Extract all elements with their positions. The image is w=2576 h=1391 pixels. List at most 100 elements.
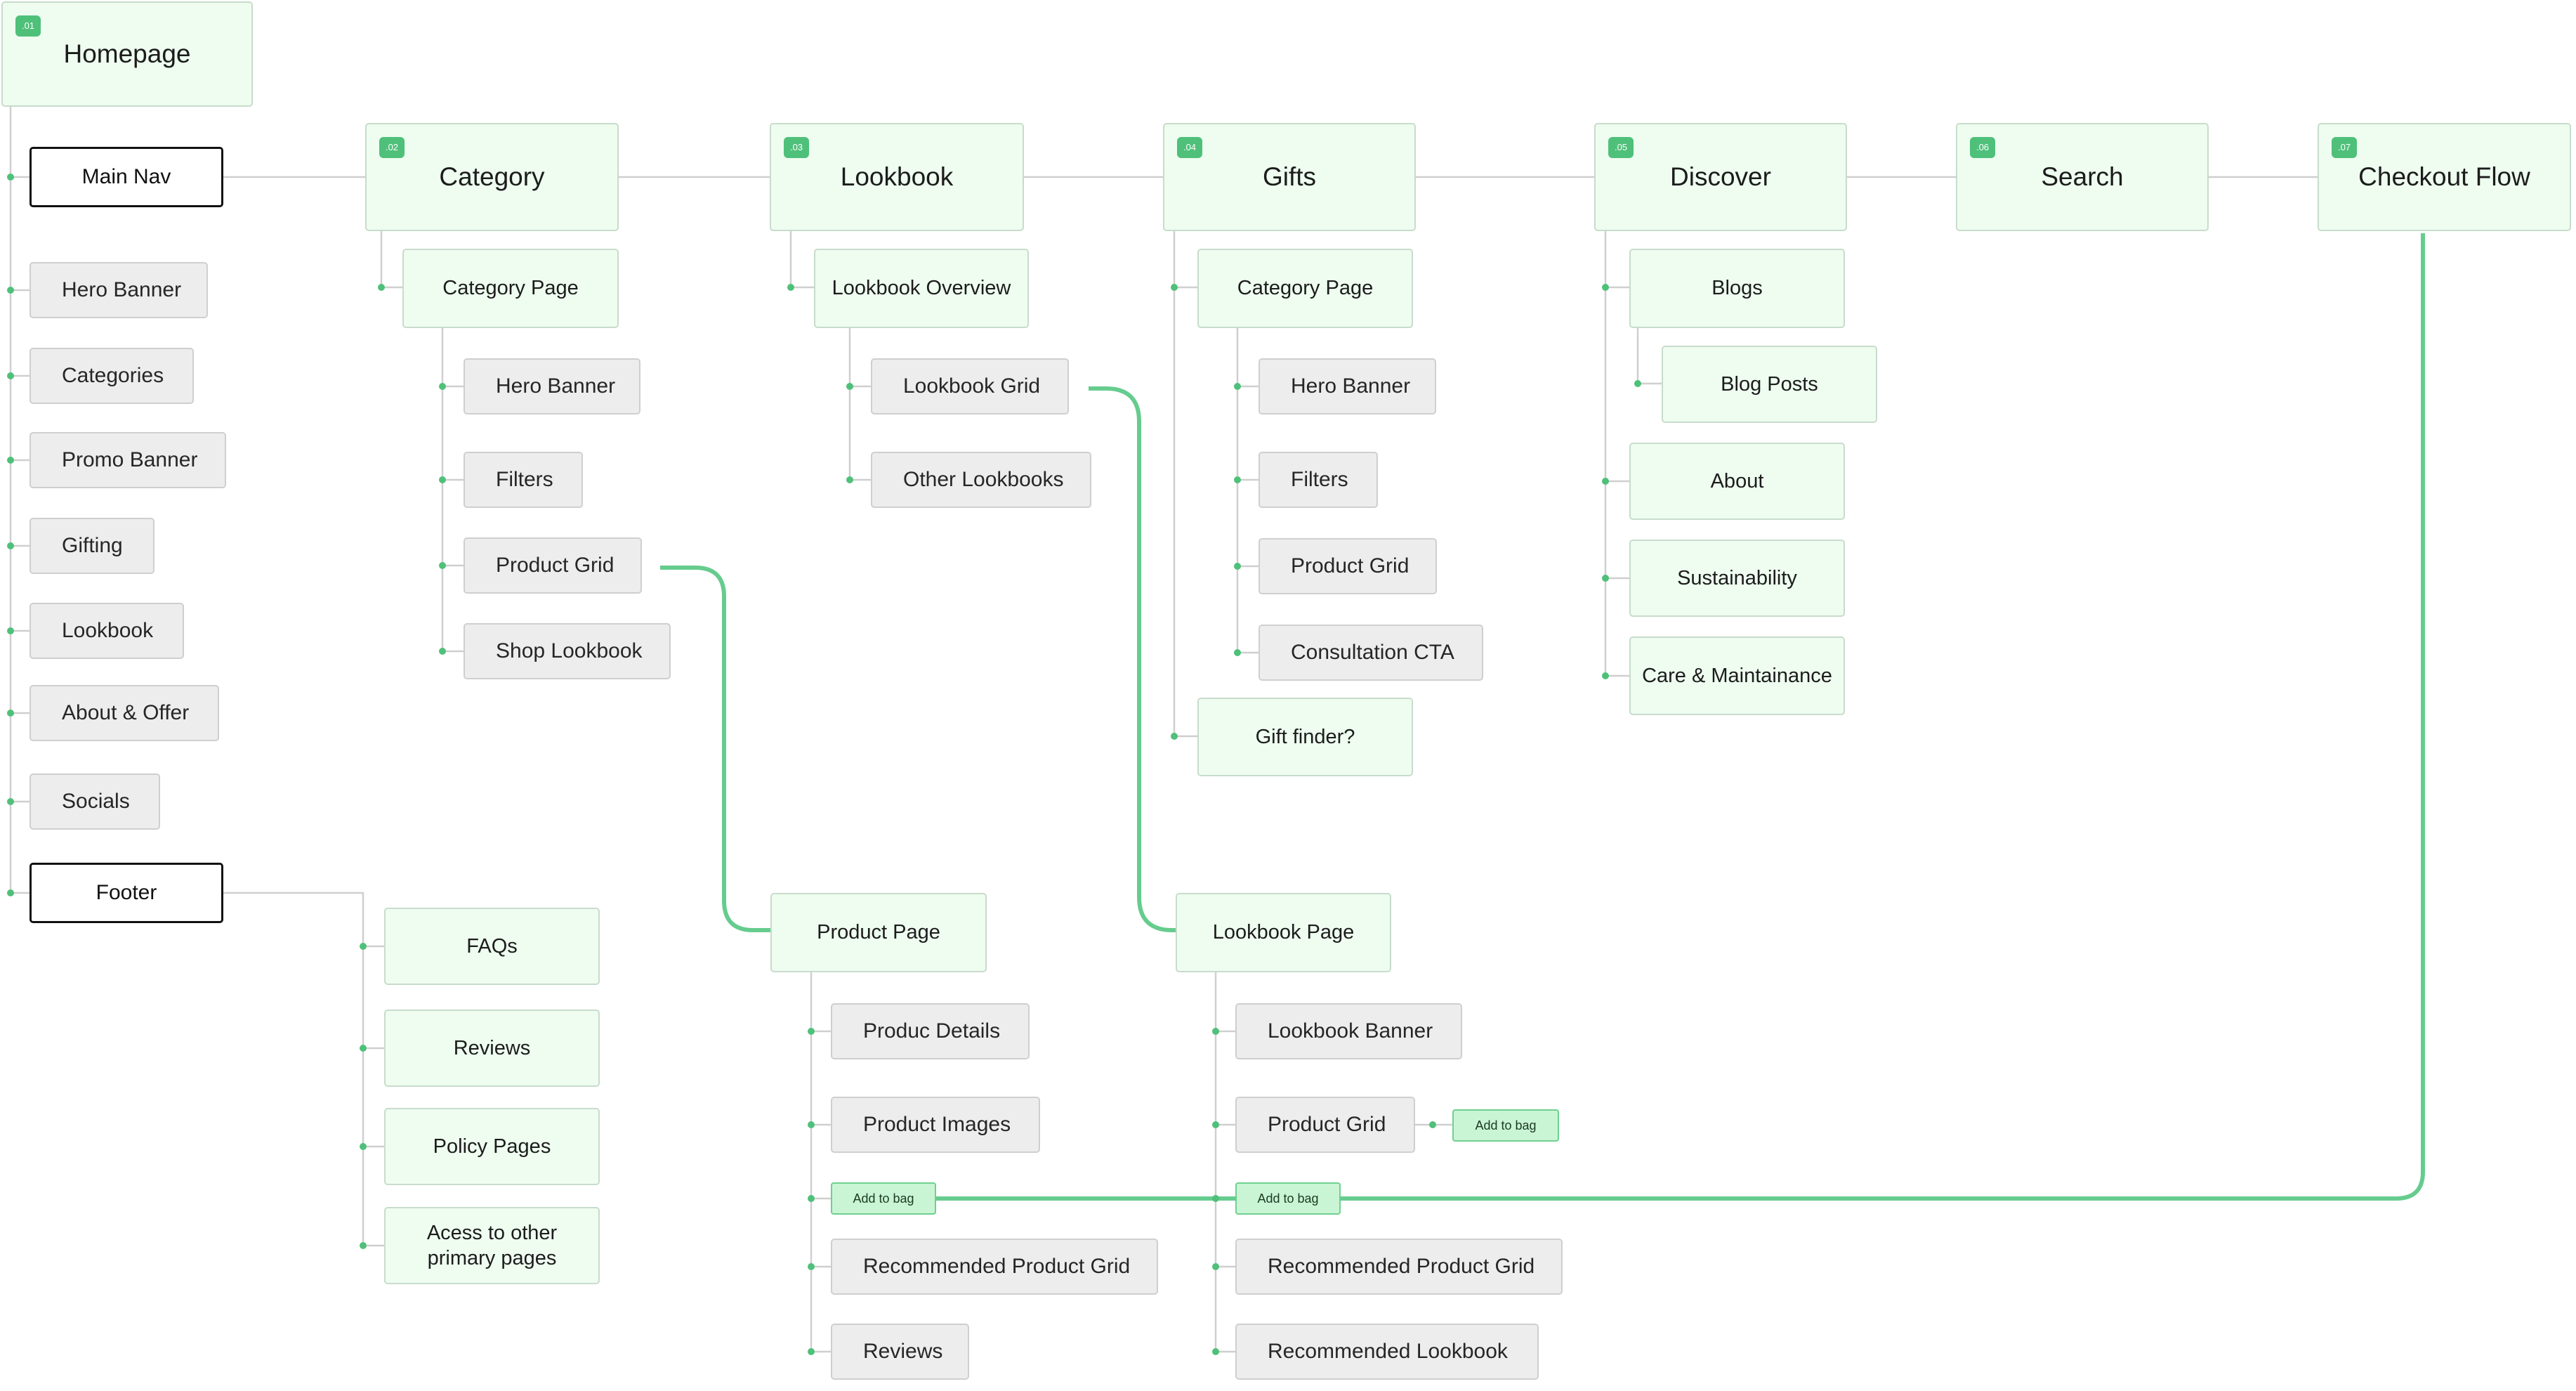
homepage-badge: .01 xyxy=(15,15,41,37)
footer-item-policy-pages[interactable]: Policy Pages xyxy=(384,1108,600,1185)
gifts-item-filters[interactable]: Filters xyxy=(1259,452,1378,508)
node-label: Reviews xyxy=(863,1340,943,1364)
lookbook-item-other-lookbooks[interactable]: Other Lookbooks xyxy=(871,452,1091,508)
product-page-reviews[interactable]: Reviews xyxy=(831,1324,969,1380)
gifts-node[interactable]: .04 Gifts xyxy=(1163,123,1416,231)
gifts-category-page-node[interactable]: Category Page xyxy=(1197,249,1413,328)
gifts-badge: .04 xyxy=(1177,137,1202,158)
main-nav-label: Main Nav xyxy=(81,165,171,189)
node-label: Lookbook Banner xyxy=(1268,1019,1433,1043)
homepage-section-lookbook[interactable]: Lookbook xyxy=(29,603,184,659)
footer-item-reviews[interactable]: Reviews xyxy=(384,1010,600,1087)
lookbook-page-add-to-bag[interactable]: Add to bag xyxy=(1235,1182,1341,1215)
checkout-flow-node[interactable]: .07 Checkout Flow xyxy=(2318,123,2571,231)
main-nav-node[interactable]: Main Nav xyxy=(29,147,223,207)
homepage-section-hero-banner[interactable]: Hero Banner xyxy=(29,262,208,318)
footer-item-faqs[interactable]: FAQs xyxy=(384,908,600,985)
checkout-title: Checkout Flow xyxy=(2358,162,2530,191)
footer-item-primary-pages[interactable]: Acess to other primary pages xyxy=(384,1207,600,1284)
node-label: Policy Pages xyxy=(433,1135,551,1158)
discover-blog-posts-node[interactable]: Blog Posts xyxy=(1662,346,1877,423)
product-page-details[interactable]: Produc Details xyxy=(831,1003,1030,1059)
node-label: Promo Banner xyxy=(62,448,198,472)
node-label: Gift finder? xyxy=(1255,725,1355,748)
product-page-recommended-grid[interactable]: Recommended Product Grid xyxy=(831,1239,1158,1295)
category-item-shop-lookbook[interactable]: Shop Lookbook xyxy=(464,623,671,679)
lookbook-page-node[interactable]: Lookbook Page xyxy=(1176,893,1391,972)
lookbook-page-product-grid[interactable]: Product Grid xyxy=(1235,1097,1415,1153)
category-badge: .02 xyxy=(379,137,405,158)
node-label: Acess to other primary pages xyxy=(426,1221,558,1269)
discover-care-node[interactable]: Care & Maintainance xyxy=(1629,636,1845,715)
search-badge: .06 xyxy=(1970,137,1995,158)
node-label: Product Page xyxy=(817,921,940,944)
node-label: Filters xyxy=(1291,468,1348,492)
gifts-item-consultation-cta[interactable]: Consultation CTA xyxy=(1259,625,1483,681)
node-label: Lookbook Overview xyxy=(832,277,1011,300)
node-label: Other Lookbooks xyxy=(903,468,1064,492)
homepage-section-socials[interactable]: Socials xyxy=(29,773,160,830)
lookbook-page-banner[interactable]: Lookbook Banner xyxy=(1235,1003,1462,1059)
node-label: Categories xyxy=(62,364,164,388)
gifts-item-hero-banner[interactable]: Hero Banner xyxy=(1259,358,1436,414)
node-label: Category Page xyxy=(442,277,579,300)
node-label: Socials xyxy=(62,790,130,814)
gifts-title: Gifts xyxy=(1262,162,1317,191)
node-label: Product Grid xyxy=(1268,1113,1386,1137)
node-label: FAQs xyxy=(466,934,518,958)
product-page-add-to-bag[interactable]: Add to bag xyxy=(831,1182,936,1215)
lookbook-title: Lookbook xyxy=(840,162,954,191)
node-label: Sustainability xyxy=(1677,566,1797,589)
homepage-section-promo-banner[interactable]: Promo Banner xyxy=(29,432,226,488)
node-label: Recommended Lookbook xyxy=(1268,1340,1508,1364)
node-label: About & Offer xyxy=(62,701,190,725)
node-label: Lookbook Grid xyxy=(903,374,1041,398)
node-label: Add to bag xyxy=(853,1191,914,1206)
node-label: Hero Banner xyxy=(496,374,616,398)
node-label: Hero Banner xyxy=(62,278,182,302)
category-title: Category xyxy=(439,162,545,191)
node-label: Shop Lookbook xyxy=(496,639,643,663)
category-item-hero-banner[interactable]: Hero Banner xyxy=(464,358,640,414)
node-label: Recommended Product Grid xyxy=(1268,1255,1535,1279)
category-page-node[interactable]: Category Page xyxy=(402,249,619,328)
gifts-gift-finder-node[interactable]: Gift finder? xyxy=(1197,698,1413,776)
node-label: Add to bag xyxy=(1475,1118,1537,1132)
homepage-title: Homepage xyxy=(63,39,191,68)
lookbook-overview-node[interactable]: Lookbook Overview xyxy=(814,249,1029,328)
node-label: Hero Banner xyxy=(1291,374,1411,398)
lookbook-item-grid[interactable]: Lookbook Grid xyxy=(871,358,1069,414)
discover-about-node[interactable]: About xyxy=(1629,443,1845,520)
discover-blogs-node[interactable]: Blogs xyxy=(1629,249,1845,328)
category-item-product-grid[interactable]: Product Grid xyxy=(464,537,642,594)
gifts-item-product-grid[interactable]: Product Grid xyxy=(1259,538,1437,594)
search-node[interactable]: .06 Search xyxy=(1956,123,2209,231)
footer-node[interactable]: Footer xyxy=(29,863,223,923)
homepage-node[interactable]: .01 Homepage xyxy=(1,1,253,107)
footer-label: Footer xyxy=(96,881,157,905)
discover-node[interactable]: .05 Discover xyxy=(1594,123,1847,231)
node-label: Product Grid xyxy=(496,554,615,577)
category-item-filters[interactable]: Filters xyxy=(464,452,583,508)
homepage-section-about-offer[interactable]: About & Offer xyxy=(29,685,219,741)
lookbook-page-recommended-grid[interactable]: Recommended Product Grid xyxy=(1235,1239,1563,1295)
lookbook-node[interactable]: .03 Lookbook xyxy=(770,123,1024,231)
discover-sustainability-node[interactable]: Sustainability xyxy=(1629,540,1845,617)
category-node[interactable]: .02 Category xyxy=(365,123,619,231)
lookbook-page-recommended-lookbook[interactable]: Recommended Lookbook xyxy=(1235,1324,1539,1380)
node-label: Care & Maintainance xyxy=(1642,664,1832,687)
product-page-node[interactable]: Product Page xyxy=(770,893,987,972)
product-page-images[interactable]: Product Images xyxy=(831,1097,1040,1153)
lookbook-badge: .03 xyxy=(784,137,809,158)
node-label: Lookbook xyxy=(62,619,154,643)
node-label: Filters xyxy=(496,468,553,492)
homepage-section-categories[interactable]: Categories xyxy=(29,348,194,404)
node-label: Gifting xyxy=(62,534,123,558)
node-label: Product Grid xyxy=(1291,554,1409,578)
node-label: Product Images xyxy=(863,1113,1011,1137)
node-label: Produc Details xyxy=(863,1019,1001,1043)
lookbook-page-grid-add-to-bag[interactable]: Add to bag xyxy=(1452,1109,1559,1142)
node-label: Add to bag xyxy=(1257,1191,1319,1206)
homepage-section-gifting[interactable]: Gifting xyxy=(29,518,155,574)
